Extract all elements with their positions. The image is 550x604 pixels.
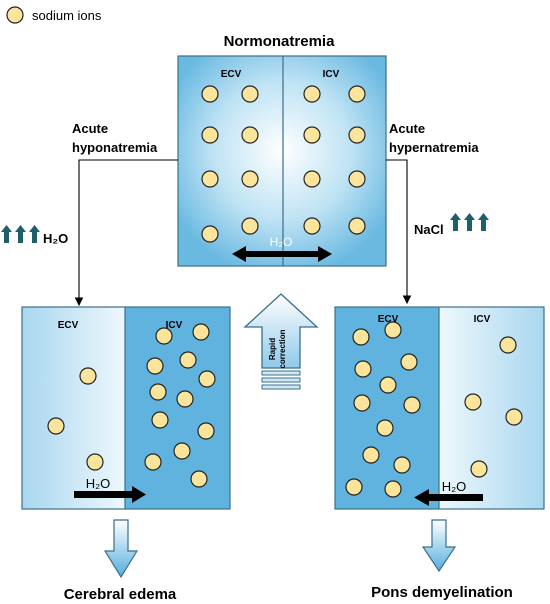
right-water-arrow	[414, 489, 483, 506]
rapid-correction-arrow: Rapid correction	[243, 293, 319, 390]
hyponatremia-box: ECV ICV H₂O	[21, 306, 231, 510]
nacl-increase-arrows	[450, 213, 489, 231]
pons-demyelination-outcome: Pons demyelination	[371, 584, 513, 601]
water-increase-label: H₂O	[43, 231, 68, 246]
left-connector-line	[74, 159, 178, 307]
top-water-label: H₂O	[270, 235, 293, 249]
nacl-label: NaCl	[414, 222, 444, 237]
pons-down-arrow	[421, 519, 457, 573]
left-water-arrow	[74, 486, 146, 503]
left-icv-label: ICV	[166, 320, 183, 331]
left-transition-line2: hyponatremia	[72, 140, 158, 155]
sodium-ion-legend-icon	[6, 6, 24, 24]
right-transition-line2: hypernatremia	[389, 140, 479, 155]
top-ecv-label: ECV	[221, 69, 242, 80]
normonatremia-title: Normonatremia	[224, 33, 336, 50]
cerebral-edema-outcome: Cerebral edema	[64, 586, 177, 603]
top-double-arrow	[232, 246, 332, 262]
right-ecv-label: ECV	[378, 314, 399, 325]
water-increase-arrows	[1, 225, 40, 243]
left-transition-line1: Acute	[72, 121, 108, 136]
right-transition-line1: Acute	[389, 121, 425, 136]
rapid-correction-line2: correction	[278, 329, 287, 368]
hypernatremia-box: ECV ICV H₂O	[334, 306, 545, 510]
right-ions	[345, 321, 523, 498]
left-water-label: H₂O	[86, 476, 111, 491]
left-ions	[47, 323, 216, 488]
legend: sodium ions	[6, 6, 102, 24]
top-ions	[201, 85, 366, 243]
rapid-correction-line1: Rapid	[268, 338, 277, 360]
normonatremia-box: ECV ICV H₂O	[177, 55, 387, 267]
right-icv-label: ICV	[474, 314, 491, 325]
right-water-label: H₂O	[442, 479, 467, 494]
legend-label: sodium ions	[32, 8, 102, 23]
top-icv-label: ICV	[323, 69, 340, 80]
cerebral-edema-down-arrow	[103, 519, 139, 579]
right-connector-line	[386, 159, 412, 305]
left-ecv-label: ECV	[58, 320, 79, 331]
